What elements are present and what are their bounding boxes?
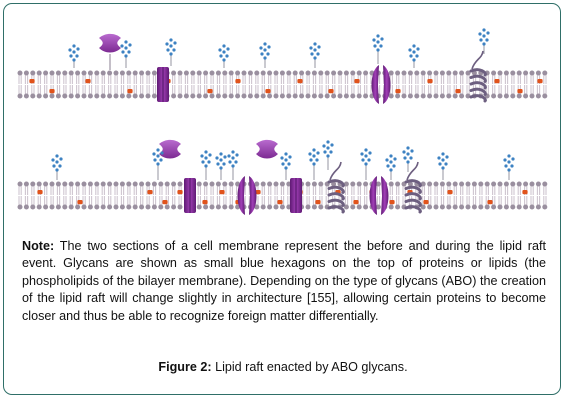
figure-caption: Figure 2: Lipid raft enacted by ABO glyc… [0, 360, 566, 374]
glycans-before [68, 28, 490, 68]
note-text: The two sections of a cell membrane repr… [22, 239, 546, 323]
raft-lipids-before [29, 79, 543, 94]
membrane-during-raft [17, 139, 548, 215]
note-label: Note: [22, 239, 55, 253]
lipid-bilayer-during [17, 181, 548, 210]
membrane-before [17, 28, 548, 104]
proteins-before [99, 33, 487, 104]
membrane-diagram [17, 28, 548, 215]
note-paragraph: Note: The two sections of a cell membran… [22, 238, 546, 325]
proteins-during [159, 139, 422, 215]
caption-text: Lipid raft enacted by ABO glycans. [211, 360, 408, 374]
glycans-during [51, 140, 515, 180]
lipid-bilayer-before [17, 70, 548, 99]
caption-label: Figure 2: [158, 360, 212, 374]
